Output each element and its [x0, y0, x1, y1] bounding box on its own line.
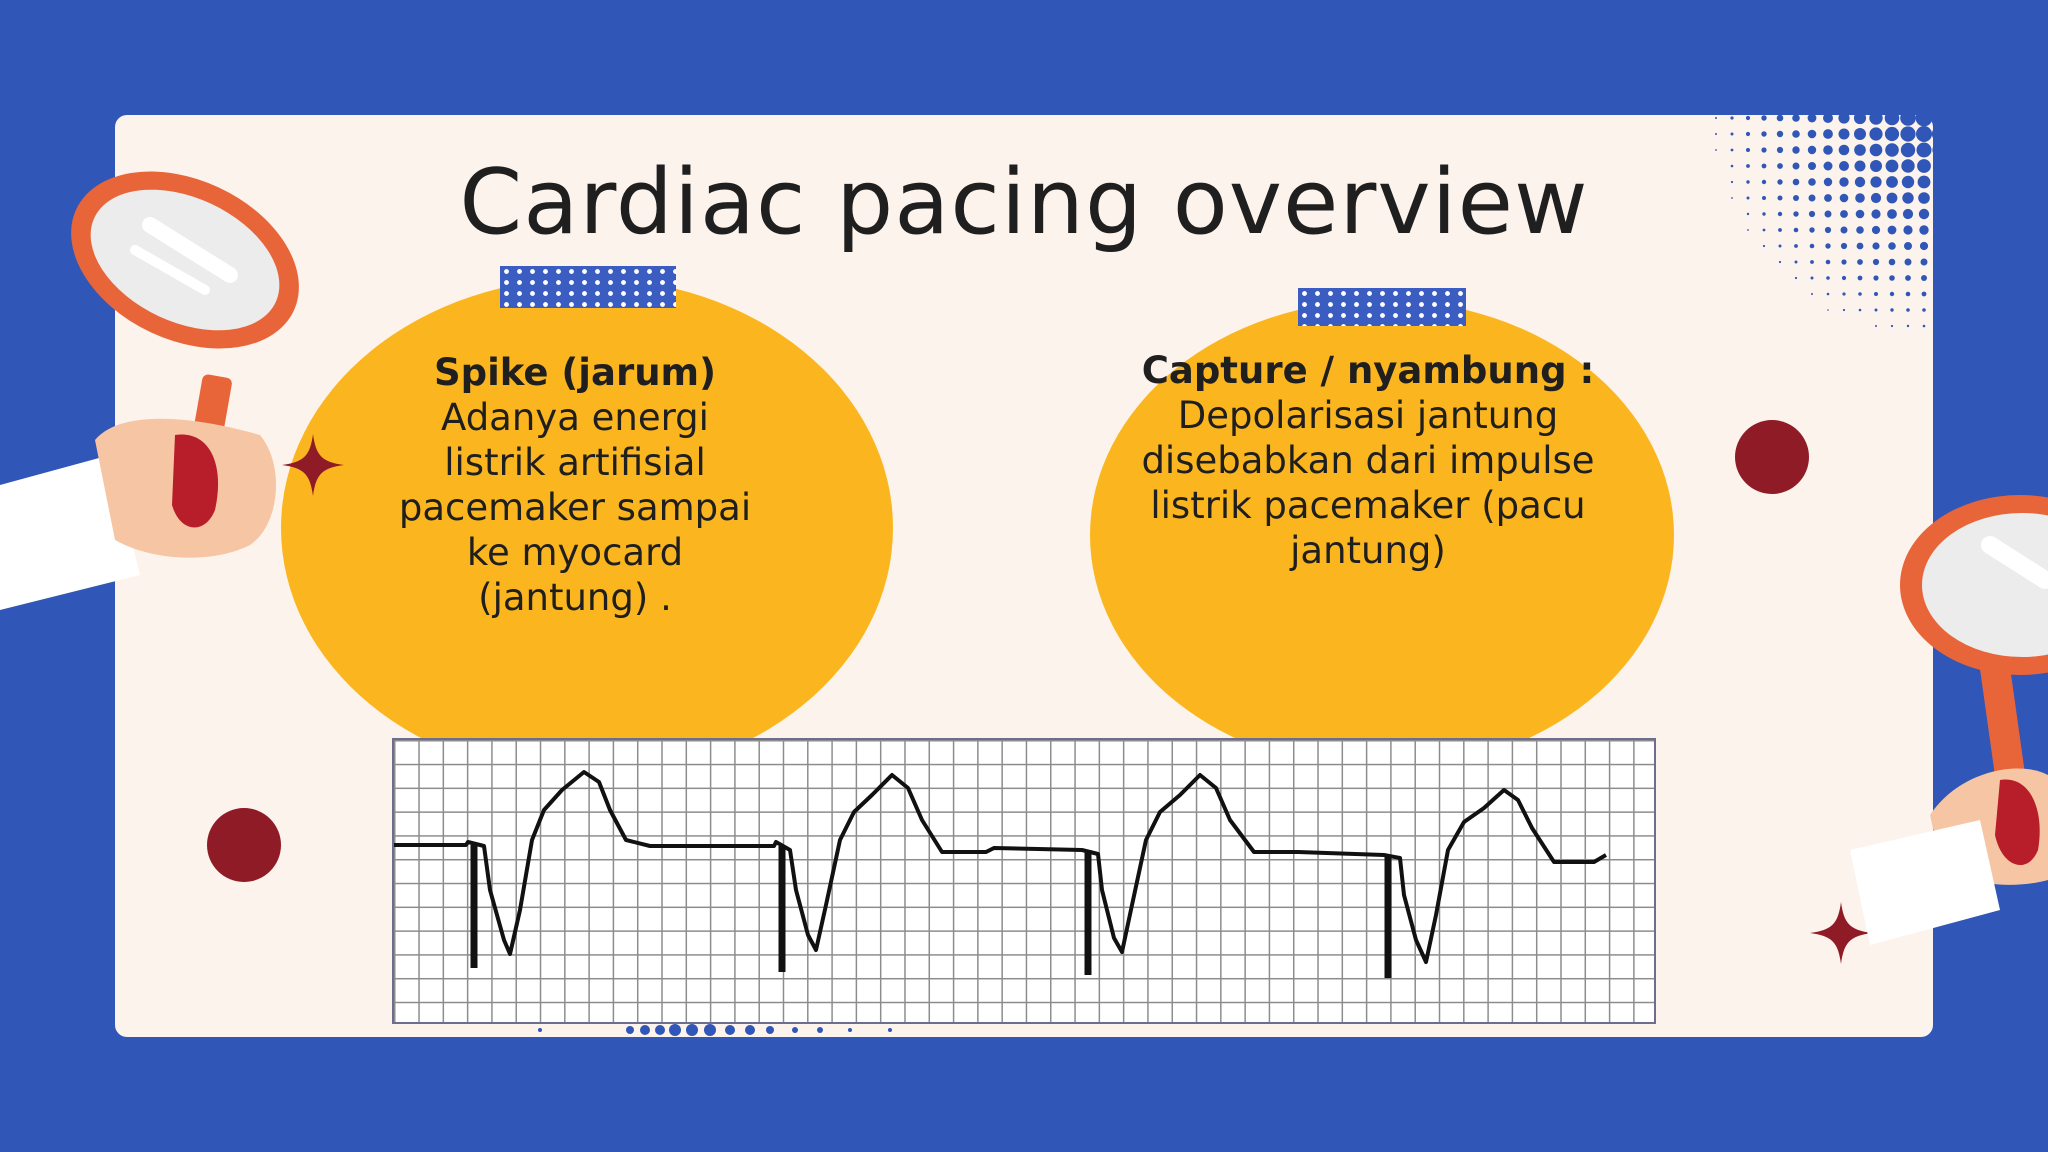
tape-left [500, 266, 676, 308]
ecg-paced-rhythm-strip [392, 738, 1656, 1024]
card-capture: Capture / nyambung : Depolarisasi jantun… [1118, 348, 1618, 573]
sparkle-star-icon [282, 434, 344, 496]
red-dot-left [207, 808, 281, 882]
card-spike: Spike (jarum) Adanya energi listrik arti… [385, 350, 765, 620]
card-capture-body: Depolarisasi jantung disebabkan dari imp… [1141, 394, 1595, 572]
yellow-circle-left [281, 278, 893, 778]
card-spike-heading: Spike (jarum) [433, 351, 717, 394]
card-spike-body: Adanya energi listrik artifisial pacemak… [398, 396, 752, 619]
magnifier-hand-left-icon [0, 171, 299, 610]
magnifier-hand-right-icon [1850, 495, 2048, 945]
yellow-circle-right [1090, 300, 1674, 770]
sparkle-star-icon-right [1810, 902, 1872, 964]
bottom-dots-decoration [538, 1024, 892, 1036]
tape-right [1298, 288, 1466, 326]
card-capture-heading: Capture / nyambung : [1141, 349, 1595, 392]
slide-title: Cardiac pacing overview [459, 150, 1589, 255]
halftone-dots-icon [1715, 110, 1940, 328]
red-dot-right [1735, 420, 1809, 494]
